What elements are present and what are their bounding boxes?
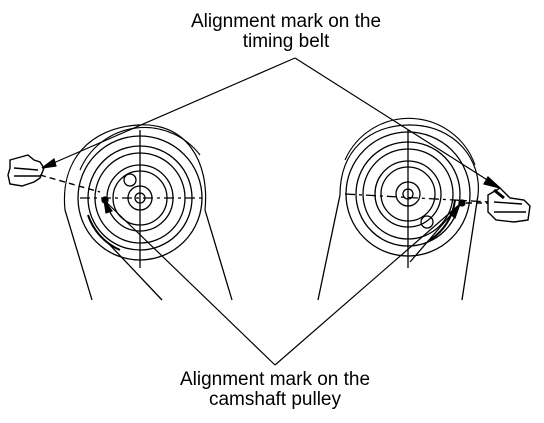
left-timing-pointer <box>7 154 101 193</box>
timing-belt-label-line2: timing belt <box>242 31 330 52</box>
timing-belt-leaders <box>41 57 501 189</box>
left-camshaft-pulley <box>77 126 205 268</box>
timing-belt <box>63 124 479 301</box>
right-camshaft-pulley <box>344 117 491 268</box>
timing-belt-mark-label: Alignment mark on the timing belt <box>168 12 404 52</box>
camshaft-pulley-mark-label: Alignment mark on the camshaft pulley <box>140 370 410 410</box>
camshaft-pulley-leaders <box>103 199 461 366</box>
timing-belt-label-line1: Alignment mark on the <box>190 11 382 32</box>
right-timing-pointer <box>466 187 531 223</box>
camshaft-pulley-label-line2: camshaft pulley <box>208 389 341 410</box>
camshaft-pulley-label-line1: Alignment mark on the <box>179 369 371 390</box>
